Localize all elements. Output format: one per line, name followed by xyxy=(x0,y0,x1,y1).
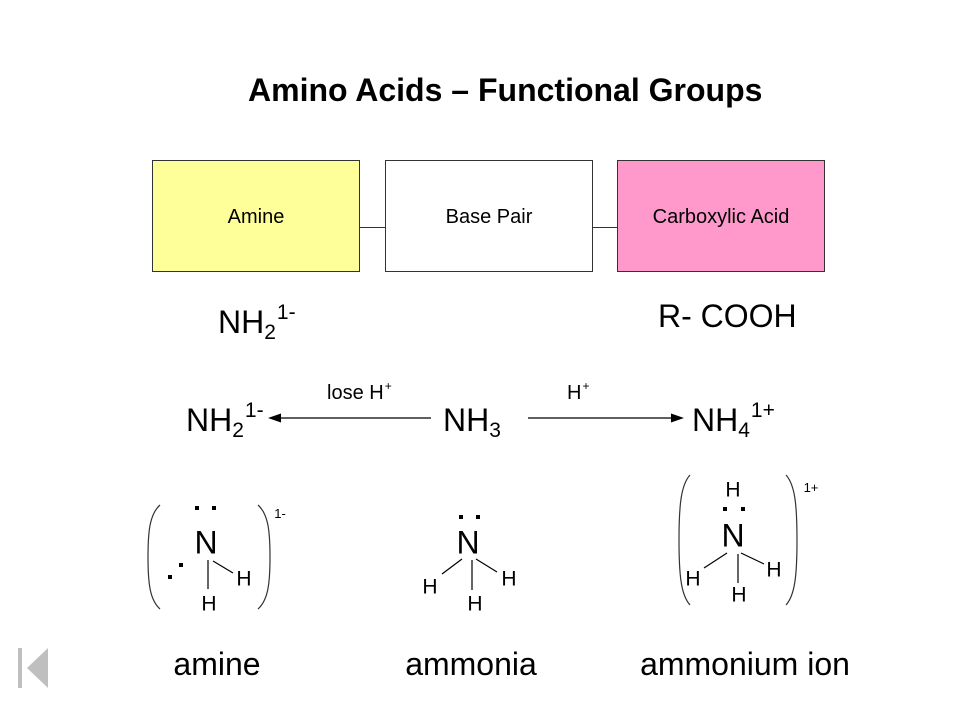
left-arrow-label: lose H+ xyxy=(327,380,392,404)
arrow-label-text: lose H xyxy=(327,382,384,404)
hydrogen-atom: H xyxy=(731,584,746,607)
bond xyxy=(475,558,498,573)
lone-pair-dot xyxy=(476,515,480,519)
charge-label: 1- xyxy=(274,506,286,521)
bond xyxy=(441,558,463,575)
nitrogen-atom: N xyxy=(194,525,217,561)
nitrogen-atom: N xyxy=(456,525,479,561)
charge-label: 1+ xyxy=(804,480,819,495)
base-pair-box-label: Base Pair xyxy=(445,206,533,228)
first-slide-icon xyxy=(18,648,48,688)
formula-subscript: 4 xyxy=(738,419,750,442)
lone-pair-dot xyxy=(168,575,172,579)
carboxylic-acid-box-label: Carboxylic Acid xyxy=(652,206,790,228)
arrow-label-text: H xyxy=(567,382,582,404)
first-slide-button[interactable] xyxy=(14,644,54,692)
amine-box-label: Amine xyxy=(227,206,285,228)
formula-subscript: 2 xyxy=(264,321,276,344)
lone-pair-dot xyxy=(195,506,199,510)
left-bracket xyxy=(147,504,161,610)
first-slide-icon-triangle xyxy=(27,648,48,688)
equilibrium-center-formula: NH3 xyxy=(443,402,501,441)
bond xyxy=(740,552,765,565)
arrow-label-superscript: + xyxy=(384,379,392,393)
box-connector-left xyxy=(360,227,385,228)
bond xyxy=(212,560,234,574)
left-bracket xyxy=(678,474,691,606)
arrow-label-superscript: + xyxy=(582,379,590,393)
lone-pair-dot xyxy=(212,506,216,510)
hydrogen-atom: H xyxy=(236,568,251,591)
first-slide-icon-bar xyxy=(18,648,22,688)
shared-pair-dot xyxy=(741,507,745,511)
equilibrium-right-formula: NH41+ xyxy=(692,400,775,441)
box-connector-right xyxy=(593,227,617,228)
acid-group-formula: R- COOH xyxy=(658,298,797,334)
right-arrow-head xyxy=(671,413,684,423)
lone-pair-dot xyxy=(179,563,183,567)
hydrogen-atom: H xyxy=(201,593,216,616)
page-title: Amino Acids – Functional Groups xyxy=(248,72,763,108)
shared-pair-dot xyxy=(723,507,727,511)
amine-group-formula: NH21- xyxy=(218,302,296,343)
hydrogen-atom: H xyxy=(467,593,482,616)
formula-base: NH xyxy=(692,402,739,438)
formula-superscript: 1+ xyxy=(750,399,775,422)
formula-base: NH xyxy=(443,402,490,438)
formula-superscript: 1- xyxy=(244,399,264,422)
left-arrow-head xyxy=(268,413,281,423)
hydrogen-atom: H xyxy=(422,576,437,599)
formula-subscript: 2 xyxy=(232,419,244,442)
base-pair-box: Base Pair xyxy=(385,160,593,272)
carboxylic-acid-box: Carboxylic Acid xyxy=(617,160,825,272)
right-bracket xyxy=(257,504,271,610)
nitrogen-atom: N xyxy=(721,518,744,554)
right-bracket xyxy=(785,474,798,606)
formula-base: NH xyxy=(218,304,265,340)
amine-box: Amine xyxy=(152,160,360,272)
bond xyxy=(703,552,728,569)
ammonium-ion-caption: ammonium ion xyxy=(640,646,850,682)
equilibrium-left-formula: NH21- xyxy=(186,400,264,441)
amine-structure: N H H 1- xyxy=(147,504,286,616)
hydrogen-atom: H xyxy=(766,559,781,582)
amine-caption: amine xyxy=(173,646,261,682)
ammonium-structure: H N H H H 1+ xyxy=(678,474,819,607)
hydrogen-atom: H xyxy=(725,479,740,502)
formula-superscript: 1- xyxy=(276,301,296,324)
ammonia-caption: ammonia xyxy=(405,646,537,682)
hydrogen-atom: H xyxy=(501,568,516,591)
ammonia-structure: N H H H xyxy=(422,515,517,616)
formula-base: NH xyxy=(186,402,233,438)
lone-pair-dot xyxy=(459,515,463,519)
right-arrow-label: H+ xyxy=(567,380,589,404)
formula-subscript: 3 xyxy=(489,419,501,442)
hydrogen-atom: H xyxy=(685,568,700,591)
